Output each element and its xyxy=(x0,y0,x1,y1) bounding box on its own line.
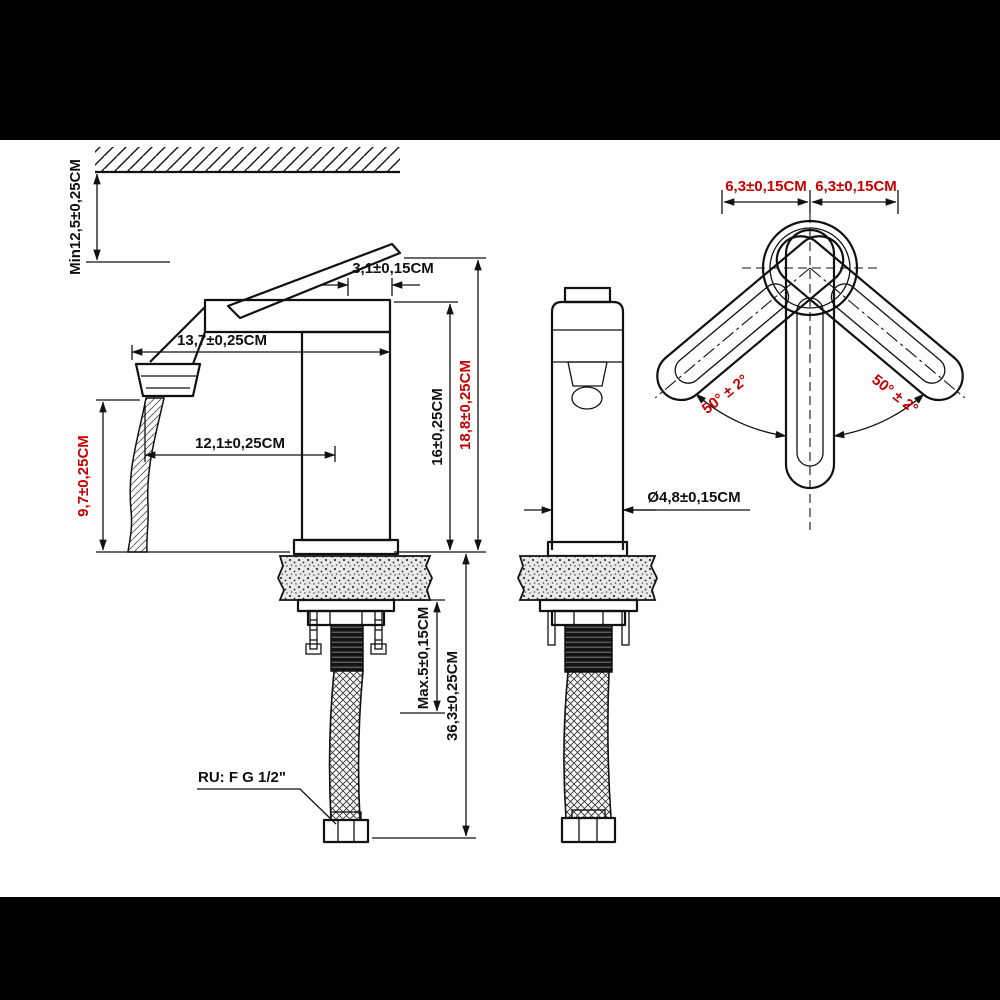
wall-hatch xyxy=(95,147,400,174)
dim-overall-height: 18,8±0,25CM xyxy=(404,257,486,551)
offset-left-label: 6,3±0,15CM xyxy=(725,178,807,195)
faucet-front-outline xyxy=(546,286,629,558)
dim-height-to-spout: 16±0,25CM xyxy=(394,301,486,553)
height-to-spout-label: 16±0,25CM xyxy=(429,388,446,465)
centerline-swing-right xyxy=(654,267,811,399)
flex-hose-side xyxy=(328,670,364,821)
dim-min-wall-clearance: Min12,5±0,25CM xyxy=(67,159,170,275)
countertop-side xyxy=(277,555,433,601)
dim-body-diameter: Ø4,8±0,15CM xyxy=(524,489,750,522)
countertop-front xyxy=(517,555,658,601)
centerline-swing-left xyxy=(809,267,966,399)
thread-note-label: RU: F G 1/2" xyxy=(198,769,286,786)
dim-top-width: 3,1±0,15CM xyxy=(322,260,434,296)
spout-height-label: 9,7±0,25CM xyxy=(75,435,92,517)
spout-reach-label: 12,1±0,25CM xyxy=(195,435,285,452)
offset-right-label: 6,3±0,15CM xyxy=(815,178,897,195)
drawing-paper xyxy=(0,140,1000,897)
supply-pipe-side xyxy=(330,624,364,672)
aerator-front xyxy=(567,361,608,387)
side-view: Min12,5±0,25CM 3,1±0,15CM xyxy=(67,147,486,844)
mounting-hardware-side xyxy=(296,598,396,844)
body-diameter-label: Ø4,8±0,15CM xyxy=(647,489,740,506)
body-top-circle xyxy=(761,219,859,317)
hose-nut-front xyxy=(560,816,617,844)
supply-pipe-front xyxy=(564,624,613,673)
dim-spout-height: 9,7±0,25CM xyxy=(75,399,290,553)
hose-nut-side xyxy=(322,818,370,844)
dim-spout-reach: 12,1±0,25CM xyxy=(144,402,336,462)
max-deck-thickness-label: Max.5±0,15CM xyxy=(415,607,432,709)
body-length-label: 13,7±0,25CM xyxy=(177,332,267,349)
dim-hose-length: 36,3±0,25CM xyxy=(372,553,476,839)
hose-length-label: 36,3±0,25CM xyxy=(444,651,461,741)
dim-handle-offsets: 6,3±0,15CM 6,3±0,15CM xyxy=(721,178,899,214)
mounting-hardware-front xyxy=(538,598,639,844)
front-view: Ø4,8±0,15CM xyxy=(517,286,750,844)
overall-height-label: 18,8±0,25CM xyxy=(457,360,474,450)
spout-aerator xyxy=(134,362,202,398)
handle-top-outline xyxy=(761,219,859,490)
top-width-label: 3,1±0,15CM xyxy=(352,260,434,277)
min-wall-clearance-label: Min12,5±0,25CM xyxy=(67,159,84,275)
dim-max-deck-thickness: Max.5±0,15CM xyxy=(398,599,445,714)
dim-body-length: 13,7±0,25CM xyxy=(131,332,391,360)
thread-note: RU: F G 1/2" xyxy=(197,769,337,825)
flex-hose-front xyxy=(563,671,612,819)
